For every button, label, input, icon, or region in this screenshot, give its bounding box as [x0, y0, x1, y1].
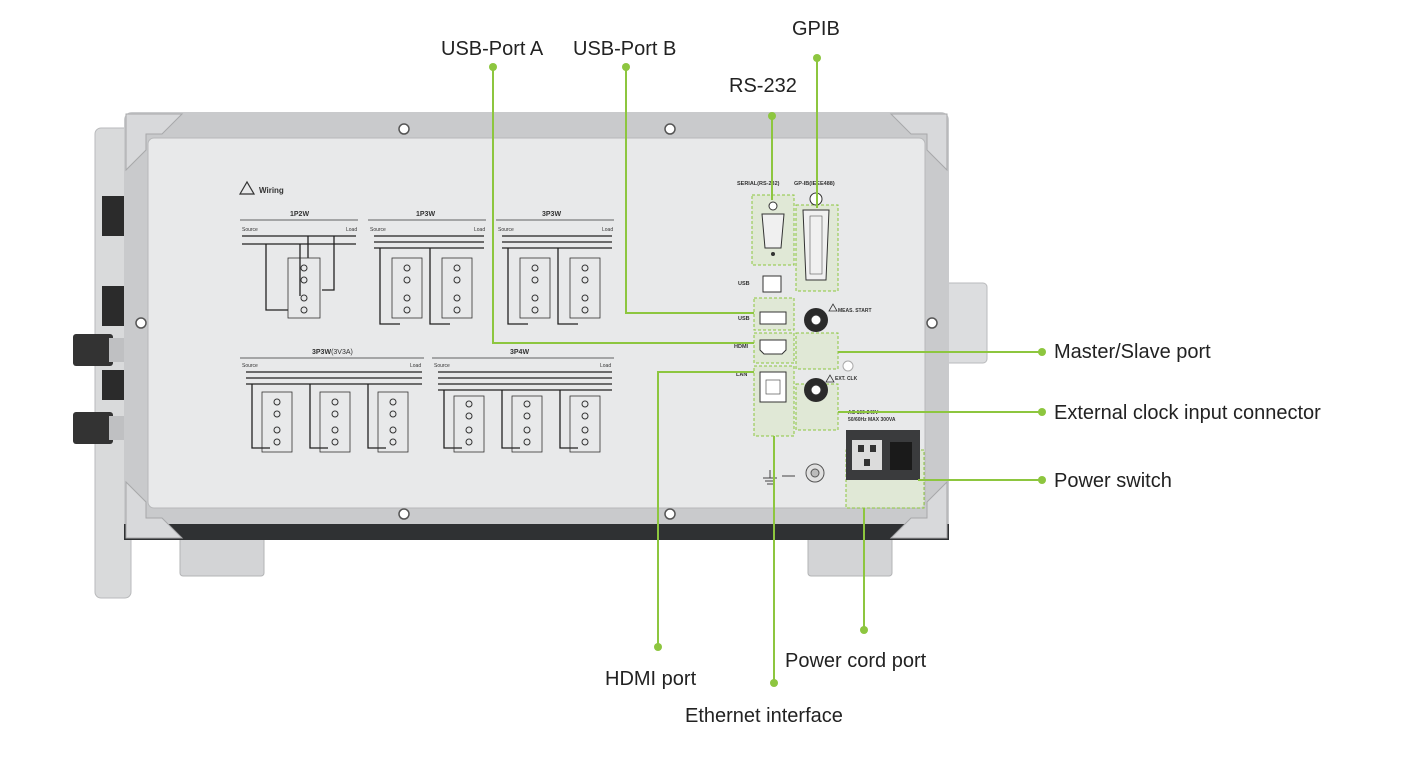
svg-text:USB: USB	[738, 316, 750, 322]
wiring-diagram-3p3w-3v3a: 3P3W(3V3A) Source Load	[240, 349, 424, 453]
wiring-section: Wiring 1P2W Source Load 1P3W Source Load…	[238, 180, 614, 453]
svg-text:Load: Load	[602, 227, 613, 233]
svg-text:1P2W: 1P2W	[290, 211, 309, 218]
left-side-handles	[73, 127, 132, 599]
usb-b-connector	[762, 275, 782, 293]
svg-text:Source: Source	[434, 363, 450, 369]
gpib-port-label: GP-IB(IEEE488)	[794, 181, 835, 187]
svg-text:Load: Load	[346, 227, 357, 233]
svg-text:3P3W(3V3A): 3P3W(3V3A)	[312, 349, 353, 356]
lan-connector	[759, 371, 787, 403]
wiring-title: Wiring	[259, 186, 284, 195]
master-slave-connector	[842, 360, 854, 372]
inner-panel	[147, 137, 926, 509]
warning-icon	[238, 180, 256, 195]
callout-ethernet-interface: Ethernet interface	[685, 705, 843, 727]
callout-power-switch: Power switch	[1054, 470, 1172, 492]
svg-text:EXT. CLK: EXT. CLK	[835, 376, 858, 382]
svg-text:50/60Hz MAX 300VA: 50/60Hz MAX 300VA	[848, 417, 896, 423]
rs232-connector	[761, 201, 785, 256]
svg-text:HDMI: HDMI	[734, 344, 749, 350]
callout-rs232: RS-232	[729, 75, 797, 97]
callout-usb-port-b: USB-Port B	[573, 38, 677, 60]
svg-text:3P3W: 3P3W	[542, 211, 561, 218]
svg-text:3P4W: 3P4W	[510, 349, 529, 356]
callout-usb-port-a: USB-Port A	[441, 38, 544, 60]
screws	[135, 123, 938, 520]
callout-leaders	[492, 58, 1042, 683]
svg-text:Load: Load	[410, 363, 421, 369]
usb-a-connector	[759, 311, 787, 325]
svg-text:Source: Source	[498, 227, 514, 233]
svg-text:Source: Source	[242, 227, 258, 233]
svg-text:LAN: LAN	[736, 372, 747, 378]
svg-text:1P3W: 1P3W	[416, 211, 435, 218]
corner-brackets	[125, 113, 948, 539]
wiring-diagram-3p4w: 3P4W Source Load	[432, 349, 614, 453]
svg-text:Load: Load	[600, 363, 611, 369]
callout-external-clock-input: External clock input connector	[1054, 402, 1321, 424]
wiring-diagram-1p3w: 1P3W Source Load	[368, 211, 486, 325]
callout-power-cord-port: Power cord port	[785, 650, 927, 672]
wiring-diagram-1p2w: 1P2W Source Load	[240, 211, 358, 319]
serial-port-label: SERIAL(RS-232)	[737, 181, 780, 187]
power-switch-rocker	[890, 442, 912, 470]
gpib-connector	[802, 192, 830, 281]
callout-dots	[489, 54, 1046, 687]
svg-text:MEAS. START: MEAS. START	[838, 308, 872, 314]
callout-gpib: GPIB	[792, 18, 840, 40]
ports-area: SERIAL(RS-232) GP-IB(IEEE488) USB	[734, 181, 925, 509]
wiring-diagram-3p3w: 3P3W Source Load	[496, 211, 614, 325]
hdmi-connector	[759, 339, 787, 355]
svg-text:Load: Load	[474, 227, 485, 233]
callout-master-slave-port: Master/Slave port	[1054, 341, 1211, 363]
svg-text:Source: Source	[242, 363, 258, 369]
svg-text:USB: USB	[738, 281, 750, 287]
ground-terminal	[763, 463, 825, 485]
callout-hdmi-port: HDMI port	[605, 668, 697, 690]
svg-text:Source: Source	[370, 227, 386, 233]
